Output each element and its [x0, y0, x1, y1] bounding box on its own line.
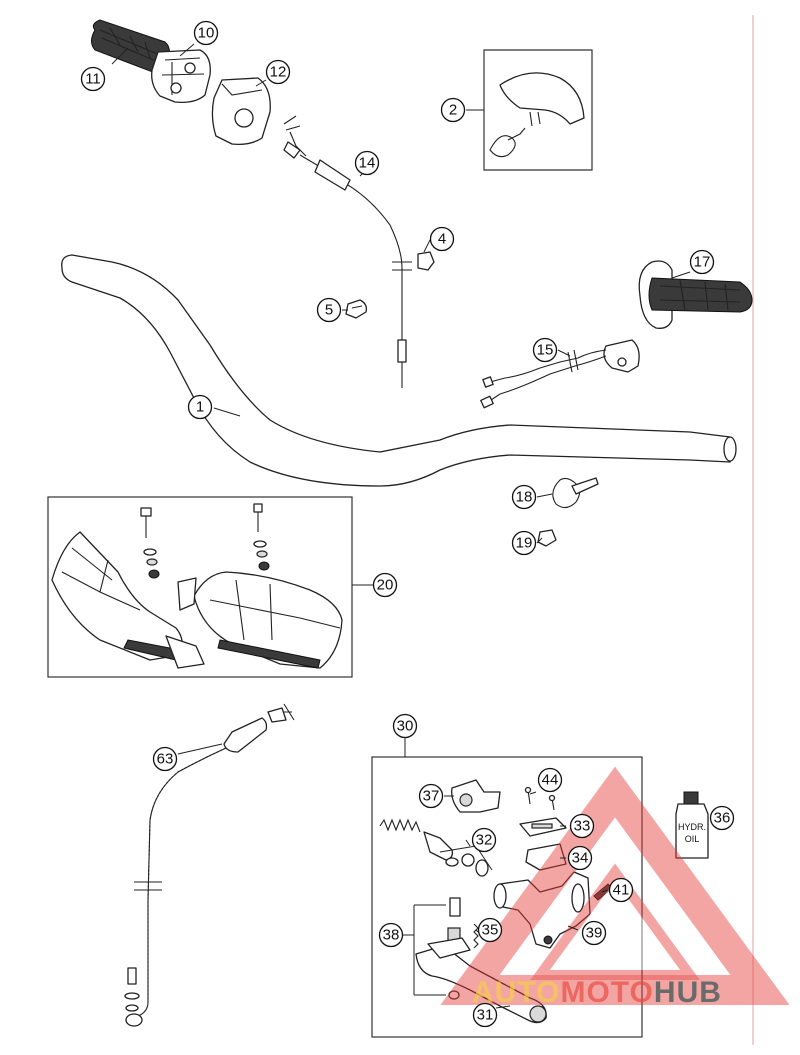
diaphragm [525, 843, 567, 871]
svg-text:5: 5 [325, 302, 333, 319]
bottle-label-line2: OIL [685, 834, 700, 844]
callout-15: 15 [532, 337, 558, 363]
svg-text:31: 31 [477, 1007, 494, 1024]
kill-switch [480, 339, 640, 409]
watermark-moto: MOTO [560, 976, 653, 1009]
cable-tie [552, 477, 599, 509]
svg-text:19: 19 [516, 535, 533, 552]
master-cylinder-body [493, 871, 591, 949]
callout-4: 4 [429, 226, 455, 252]
svg-text:1: 1 [196, 399, 204, 416]
callout-1: 1 [187, 394, 213, 420]
callout-37: 37 [418, 783, 444, 809]
svg-text:11: 11 [85, 71, 101, 88]
callout-30: 30 [392, 713, 418, 739]
svg-text:14: 14 [359, 155, 376, 172]
reservoir-cover [519, 817, 567, 837]
grommet [537, 529, 557, 547]
svg-text:4: 4 [438, 231, 446, 248]
bottle-label-line1: HYDR. [678, 822, 706, 832]
lever-spring [473, 923, 479, 949]
watermark-triangle-outer [440, 766, 790, 1005]
svg-text:18: 18 [516, 489, 533, 506]
watermark-hub: HUB [654, 976, 722, 1009]
callout-34: 34 [567, 845, 593, 871]
svg-text:36: 36 [714, 810, 731, 827]
svg-text:63: 63 [157, 751, 174, 768]
callout-5: 5 [316, 297, 342, 323]
clutch-master-cylinder-box [371, 738, 643, 1038]
svg-text:2: 2 [449, 102, 457, 119]
svg-text:37: 37 [423, 788, 440, 805]
cover-kit-box [466, 49, 593, 171]
svg-text:39: 39 [586, 925, 603, 942]
svg-text:38: 38 [383, 927, 400, 944]
svg-text:32: 32 [476, 832, 493, 849]
cable-clip [345, 299, 368, 319]
callout-32: 32 [471, 827, 497, 853]
lever-pin [402, 897, 461, 1000]
hydraulic-oil-bottle: HYDR. OIL [675, 791, 709, 859]
callout-2: 2 [440, 97, 466, 123]
callout-39: 39 [581, 920, 607, 946]
cable-nut [417, 251, 435, 271]
callout-31: 31 [472, 1002, 498, 1028]
callout-19: 19 [511, 530, 537, 556]
callout-12: 12 [265, 59, 291, 85]
callout-17: 17 [689, 249, 715, 275]
callout-36: 36 [709, 805, 735, 831]
svg-text:33: 33 [574, 818, 591, 835]
callout-18: 18 [511, 484, 537, 510]
callout-33: 33 [569, 813, 595, 839]
throttle-cover [211, 77, 271, 146]
handlebar [61, 254, 737, 487]
callout-38: 38 [378, 922, 404, 948]
leader-lines [111, 43, 691, 1009]
throttle-cable [283, 115, 412, 388]
callout-44: 44 [537, 767, 563, 793]
watermark-logo: AUTOMOTOHUB [440, 766, 790, 1009]
svg-text:17: 17 [694, 254, 711, 271]
svg-text:12: 12 [270, 64, 287, 81]
callout-20: 20 [372, 572, 398, 598]
reservoir-cap-part [451, 779, 501, 813]
callout-14: 14 [354, 150, 380, 176]
seal-kit [439, 845, 493, 877]
svg-text:35: 35 [482, 922, 499, 939]
clutch-lever [415, 937, 547, 1024]
callout-11: 11 [80, 66, 106, 92]
callout-35: 35 [477, 917, 503, 943]
hand-guard-kit-box [47, 496, 373, 678]
left-grip [638, 260, 753, 329]
throttle-housing [151, 49, 211, 103]
callout-63: 63 [152, 746, 178, 772]
svg-text:AUTOMOTOHUB: AUTOMOTOHUB [472, 976, 722, 1009]
screws-44 [524, 786, 556, 811]
svg-text:41: 41 [613, 882, 630, 899]
svg-text:20: 20 [377, 577, 394, 594]
svg-text:44: 44 [542, 772, 559, 789]
callout-10: 10 [193, 20, 219, 46]
svg-text:34: 34 [572, 850, 589, 867]
svg-text:10: 10 [198, 25, 215, 42]
svg-text:15: 15 [537, 342, 554, 359]
callout-41: 41 [608, 877, 634, 903]
clutch-cable [124, 703, 295, 1027]
svg-text:30: 30 [397, 718, 414, 735]
piston-spring [379, 818, 454, 861]
watermark-triangle-inner [530, 863, 700, 980]
